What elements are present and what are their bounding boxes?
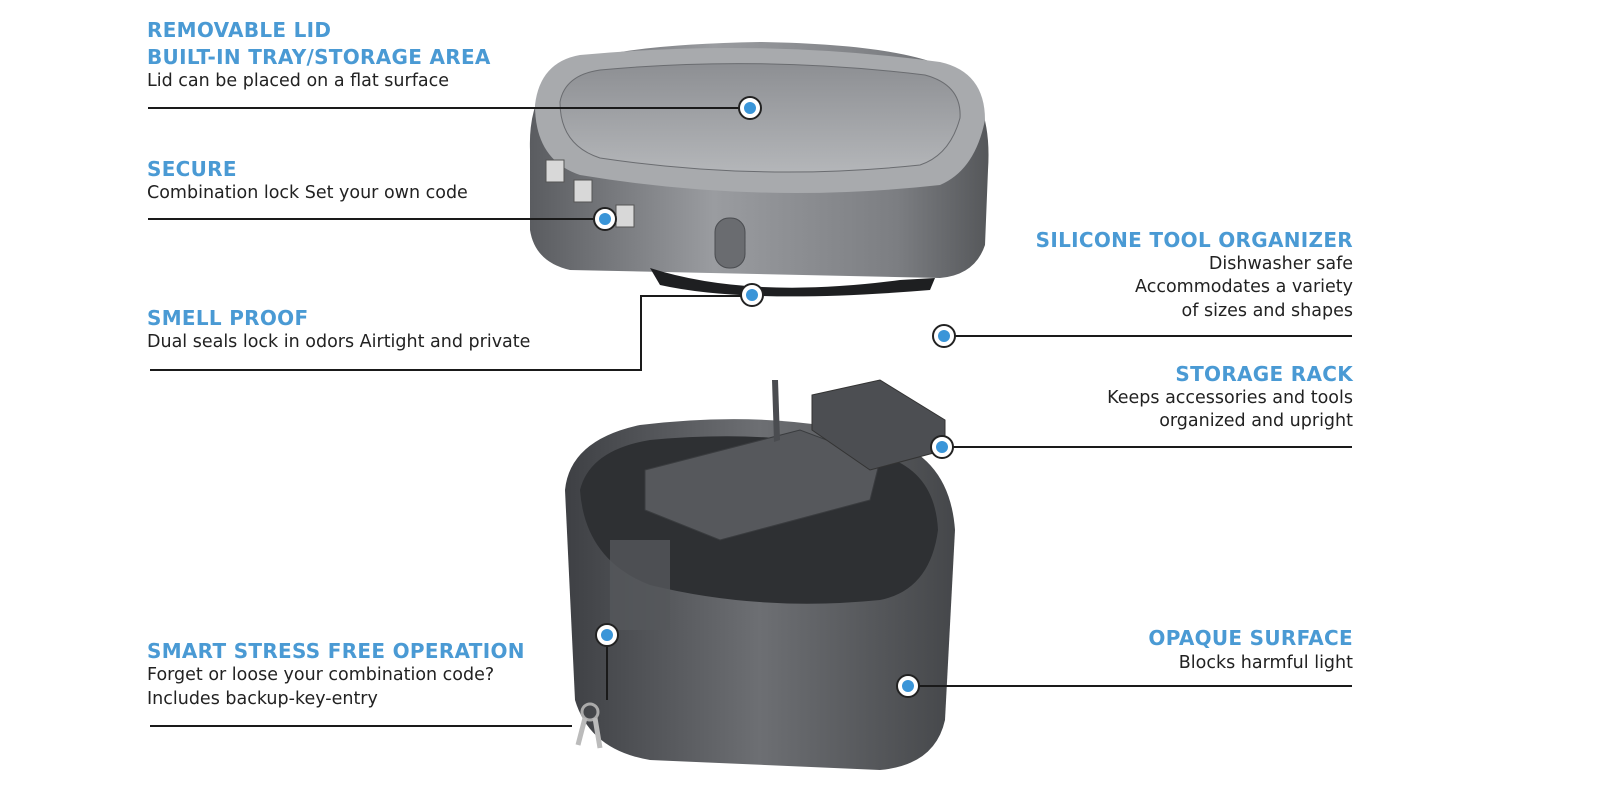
callout-title: BUILT-IN TRAY/STORAGE AREA [147, 45, 491, 69]
callout-desc: Forget or loose your combination code? [147, 665, 495, 685]
callout-desc: Lid can be placed on a flat surface [147, 71, 449, 91]
callout-desc: of sizes and shapes [1181, 301, 1353, 321]
callout-desc: Accommodates a variety [1135, 277, 1353, 297]
callout-title: SILICONE TOOL ORGANIZER [1035, 228, 1353, 252]
callout-title: REMOVABLE LID [147, 18, 332, 42]
callout-desc: Dishwasher safe [1208, 254, 1353, 274]
callout-dots [593, 96, 956, 698]
callout-desc: Combination lock Set your own code [147, 183, 468, 203]
callout-title: SMART STRESS FREE OPERATION [147, 639, 525, 663]
leader-lines [148, 107, 1352, 727]
callout-desc: Dual seals lock in odors Airtight and pr… [147, 332, 531, 352]
callout-desc: Blocks harmful light [1178, 653, 1353, 673]
callout-desc: Keeps accessories and tools [1107, 388, 1353, 408]
callout-title: SMELL PROOF [147, 306, 309, 330]
callout-desc: organized and upright [1159, 411, 1353, 431]
base-container-illustration [565, 379, 955, 770]
lid-illustration [529, 42, 989, 297]
callout-desc: Includes backup-key-entry [147, 689, 378, 709]
callout-title: SECURE [147, 157, 237, 181]
callout-title: OPAQUE SURFACE [1148, 626, 1353, 650]
callout-title: STORAGE RACK [1175, 362, 1353, 386]
